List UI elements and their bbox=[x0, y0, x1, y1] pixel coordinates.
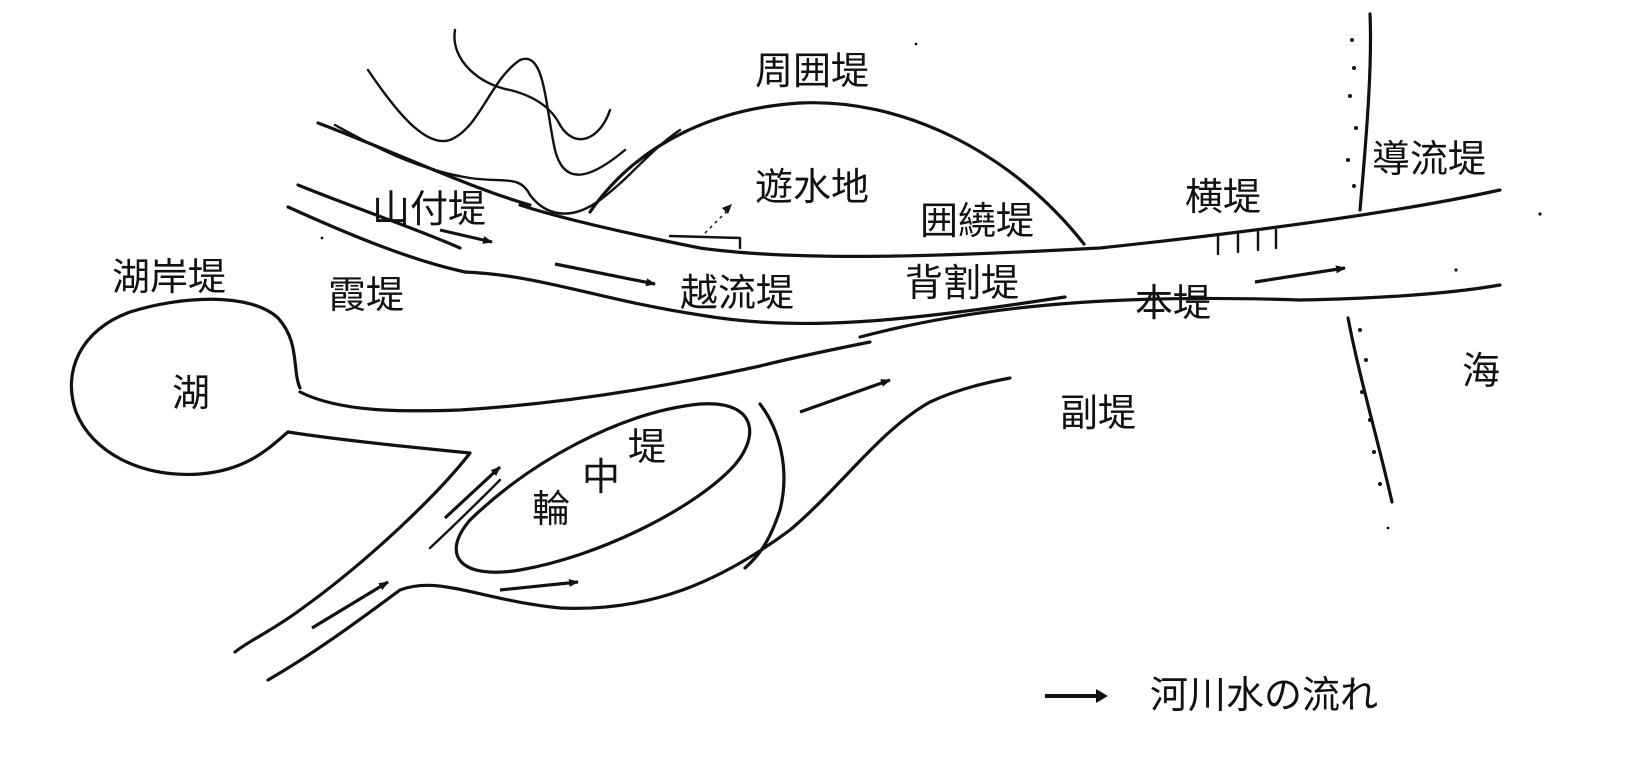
speck bbox=[1350, 38, 1354, 42]
flow-arrow-yamatsuki bbox=[439, 228, 493, 244]
label-secondary-levee: 副堤 bbox=[1060, 391, 1136, 435]
flow-arrow-hontei bbox=[1254, 265, 1346, 284]
label-ring-levee-char-2: 中 bbox=[582, 455, 620, 499]
shore-specks bbox=[320, 38, 1542, 530]
label-enclosing-levee: 囲繞堤 bbox=[920, 199, 1034, 243]
flow-arrows bbox=[311, 228, 1346, 630]
speck bbox=[320, 236, 324, 240]
label-lakeshore-levee: 湖岸堤 bbox=[112, 255, 226, 299]
legend-label: 河川水の流れ bbox=[1150, 673, 1378, 717]
overflow-notch bbox=[668, 234, 742, 250]
label-main-levee: 本堤 bbox=[1135, 281, 1211, 325]
speck bbox=[1538, 212, 1542, 216]
speck bbox=[1386, 526, 1390, 530]
label-open-levee: 霞堤 bbox=[328, 273, 404, 317]
speck bbox=[914, 42, 918, 46]
ring-levee-island bbox=[454, 402, 752, 574]
speck bbox=[1372, 450, 1376, 454]
label-cross-levee: 横堤 bbox=[1185, 175, 1261, 219]
lake-outline bbox=[69, 297, 302, 476]
flow-arrow-upper-tributary bbox=[799, 378, 891, 414]
label-lake: 湖 bbox=[172, 371, 210, 415]
speck bbox=[1348, 94, 1352, 98]
coastline-lower bbox=[1346, 316, 1394, 504]
speck bbox=[1358, 328, 1362, 332]
overflow-dashed-arrowhead bbox=[722, 204, 732, 214]
surrounding-levee-arc bbox=[588, 101, 1086, 246]
flow-arrow-island-bottom bbox=[499, 578, 579, 592]
cross-levee-ticks bbox=[1216, 228, 1278, 256]
upper-river-bank bbox=[518, 188, 1502, 258]
kasumi-levee-lower bbox=[286, 205, 467, 274]
island-right-channel-bank bbox=[743, 402, 786, 570]
island-left-channel bbox=[428, 478, 502, 550]
label-separation-levee: 背割堤 bbox=[905, 261, 1019, 305]
coastline-upper bbox=[1358, 12, 1373, 212]
label-sea: 海 bbox=[1462, 349, 1500, 393]
label-ring-levee-char-1: 輪 bbox=[532, 487, 570, 531]
overflow-dashed-arrow bbox=[699, 209, 729, 239]
lake-upper-channel-bank bbox=[298, 340, 872, 413]
legend: 河川水の流れ bbox=[1045, 673, 1378, 717]
speck bbox=[1346, 158, 1350, 162]
label-mountain-levee: 山付堤 bbox=[372, 187, 486, 231]
label-overflow-levee: 越流堤 bbox=[680, 271, 794, 315]
speck bbox=[1454, 268, 1458, 272]
main-lower-bank bbox=[858, 283, 1502, 339]
speck bbox=[1352, 66, 1356, 70]
tributary-outer-bank bbox=[266, 376, 1012, 682]
label-retarding-basin: 遊水地 bbox=[755, 165, 869, 209]
upper-channel-lower-bank bbox=[463, 270, 1067, 326]
speck bbox=[1368, 418, 1372, 422]
speck bbox=[1354, 126, 1358, 130]
label-training-levee: 導流堤 bbox=[1372, 137, 1486, 181]
lake-lower-outlet bbox=[233, 430, 472, 654]
flow-arrow-etsuryu bbox=[554, 262, 656, 287]
legend-arrowhead bbox=[1096, 689, 1108, 703]
contour-line-mid bbox=[366, 57, 627, 176]
speck bbox=[1352, 184, 1356, 188]
kasumi-levee-upper bbox=[296, 183, 462, 250]
label-ring-levee-char-3: 堤 bbox=[628, 425, 666, 469]
label-surrounding-levee: 周囲堤 bbox=[755, 49, 869, 93]
contour-line-inner bbox=[453, 28, 612, 141]
mountain-attached-levee bbox=[316, 121, 532, 207]
flow-arrow-island-left bbox=[443, 465, 502, 520]
speck bbox=[1378, 482, 1382, 486]
speck bbox=[1364, 358, 1368, 362]
speck bbox=[1360, 390, 1364, 394]
flow-arrow-lower-tributary bbox=[311, 580, 389, 630]
